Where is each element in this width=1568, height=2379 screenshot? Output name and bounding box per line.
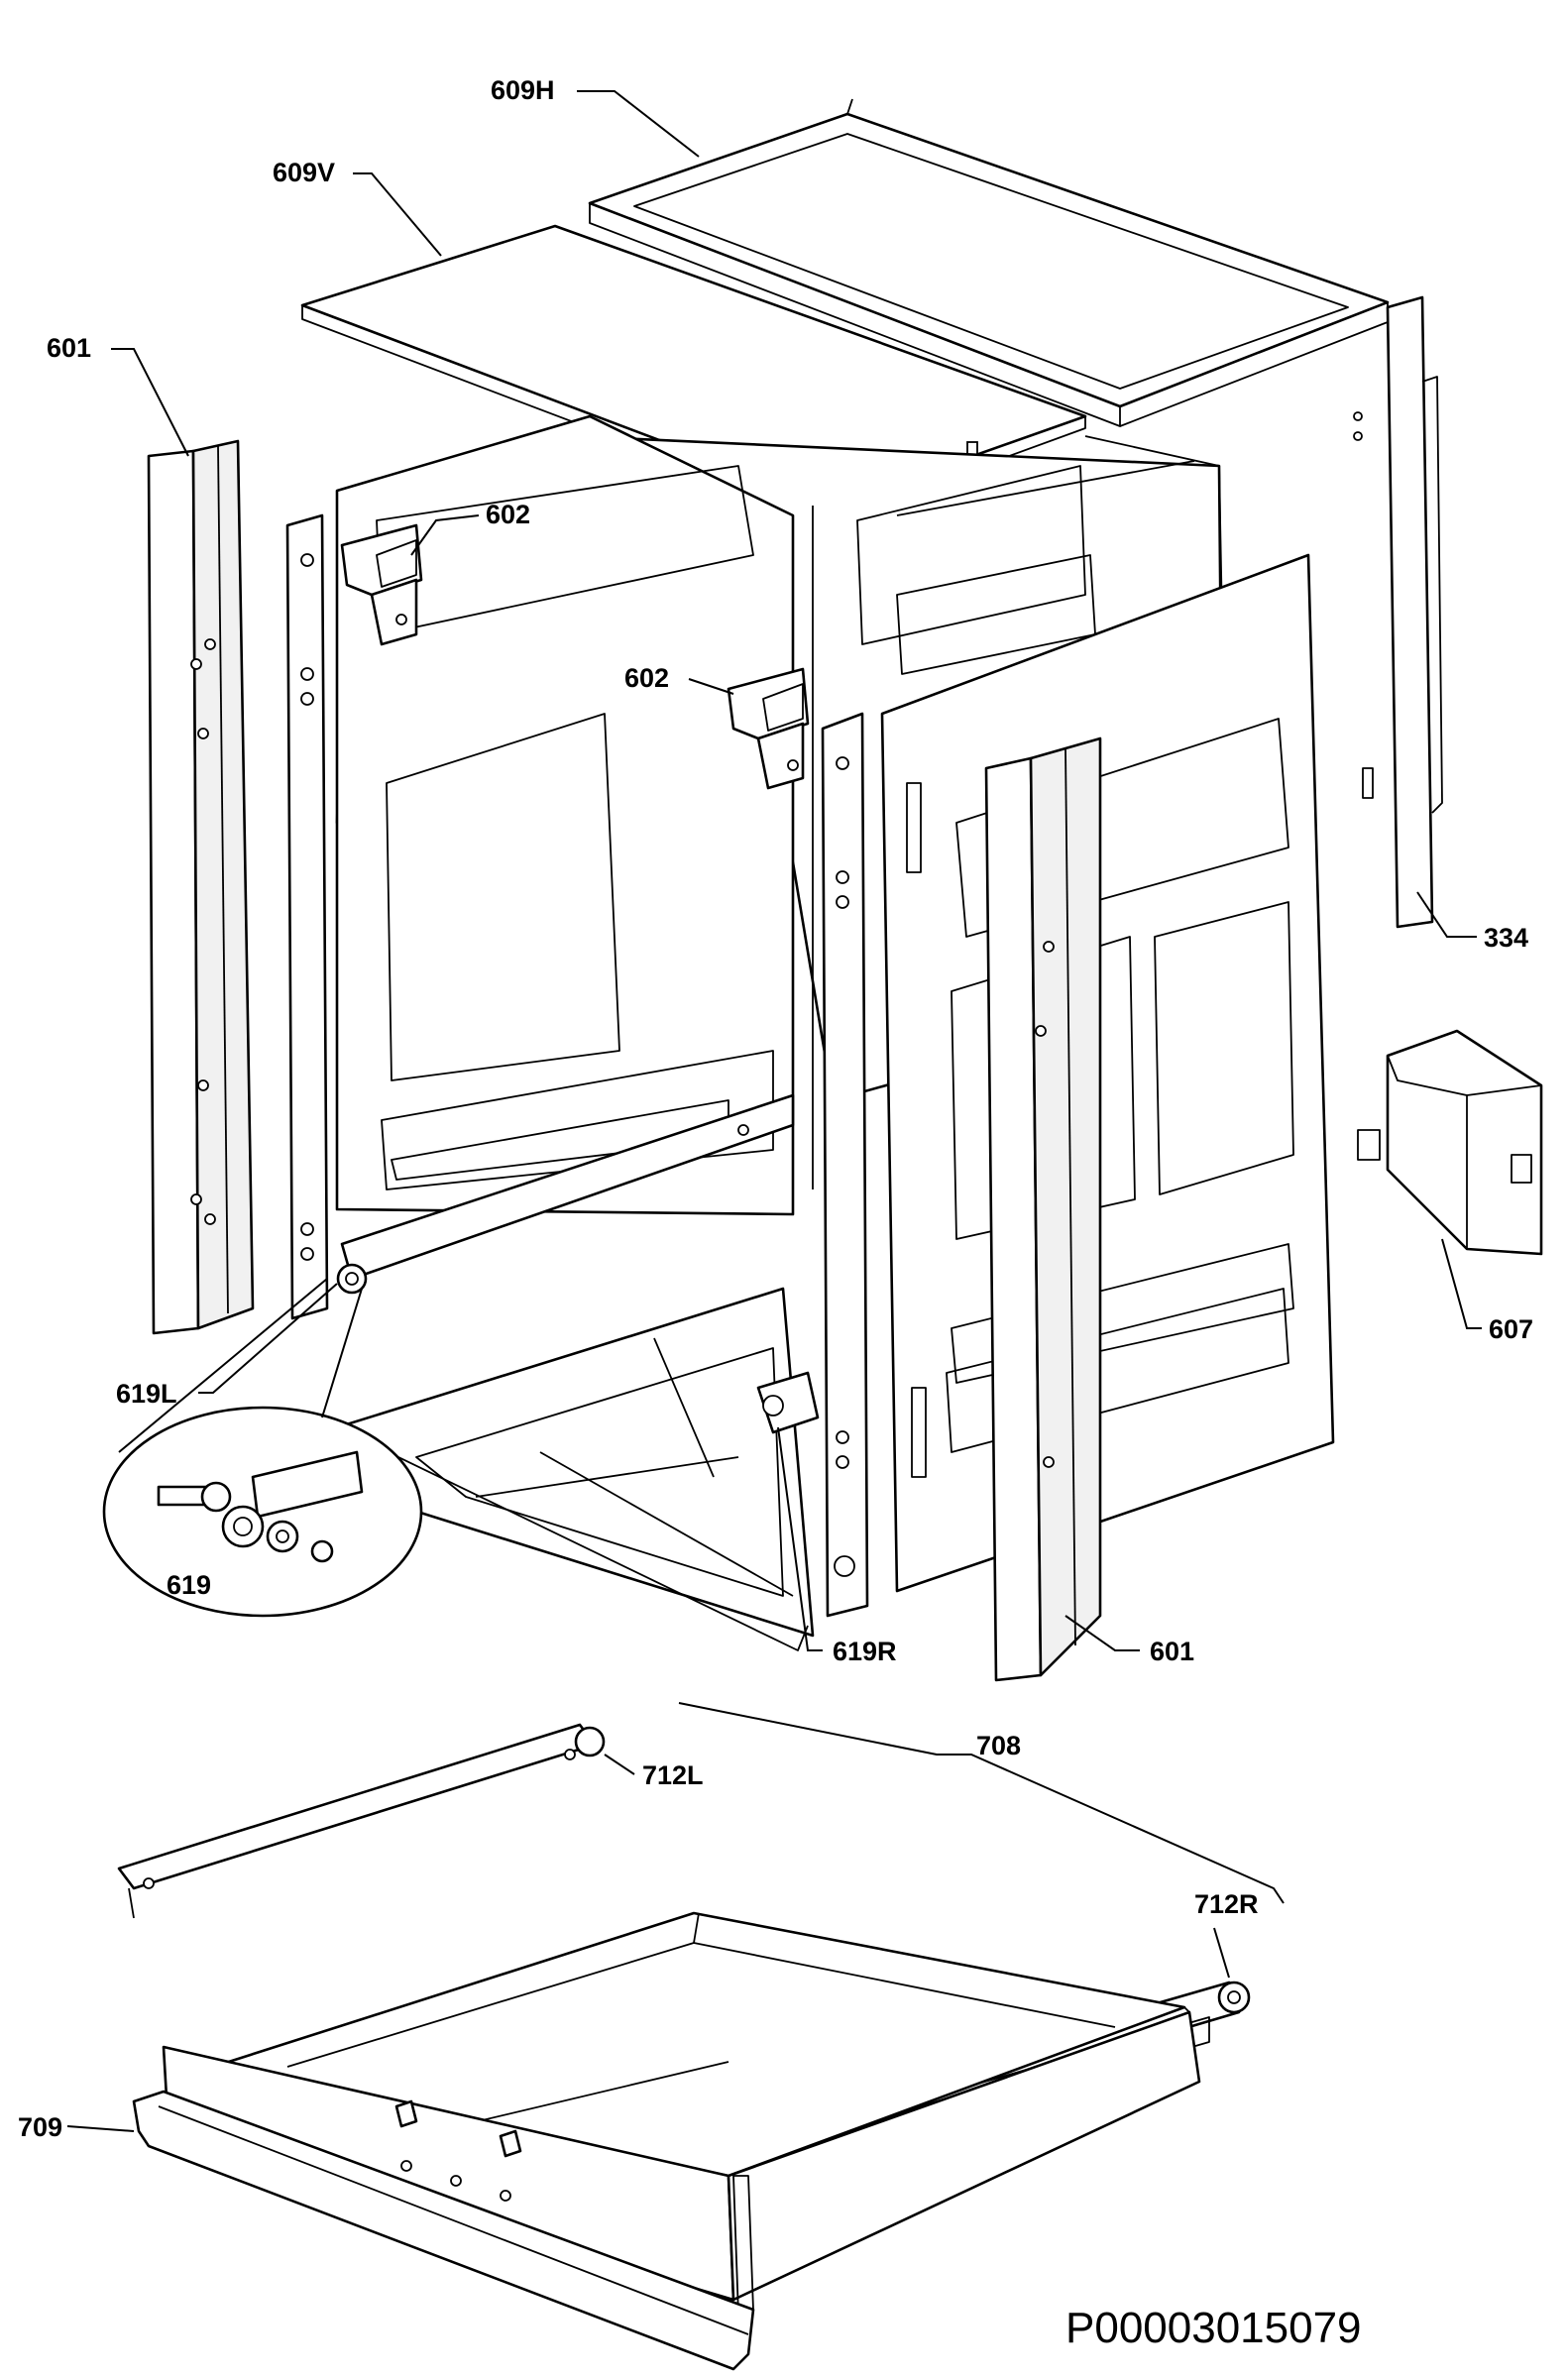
part-601-left-strip [147,439,255,1335]
label-712R: 712R [1194,1889,1259,1919]
document-code: P00003015079 [1065,2304,1362,2352]
part-602-mid-hinge [727,667,810,790]
part-619L-roller [336,1263,368,1295]
leader-lines [66,90,1482,2132]
part-334-rear-panel [1353,295,1443,929]
label-602-top: 602 [486,500,530,529]
label-602-mid: 602 [624,663,669,693]
label-601-right: 601 [1150,1637,1194,1666]
label-619: 619 [167,1570,211,1600]
label-609V: 609V [273,158,335,187]
part-619-roller-detail [102,1278,423,1618]
label-708: 708 [976,1731,1021,1760]
label-712L: 712L [642,1760,704,1790]
part-619R-roller [756,1371,820,1434]
label-607: 607 [1489,1314,1533,1344]
label-609H: 609H [491,75,555,105]
part-607-box [1357,1029,1543,1256]
part-709-front-strip [132,2090,755,2371]
label-619L: 619L [116,1379,177,1409]
label-334: 334 [1484,923,1528,953]
part-708-drawer [162,1911,1201,2316]
label-619R: 619R [833,1637,897,1666]
label-709: 709 [18,2112,62,2142]
callout-labels: 609H 609V 601 602 602 334 607 619L 619 6… [18,75,1533,2142]
part-602-top-hinge [340,523,423,646]
label-601-left: 601 [47,333,91,363]
part-712L-left-rail [117,1723,606,1919]
part-601-right-strip [984,736,1102,1682]
